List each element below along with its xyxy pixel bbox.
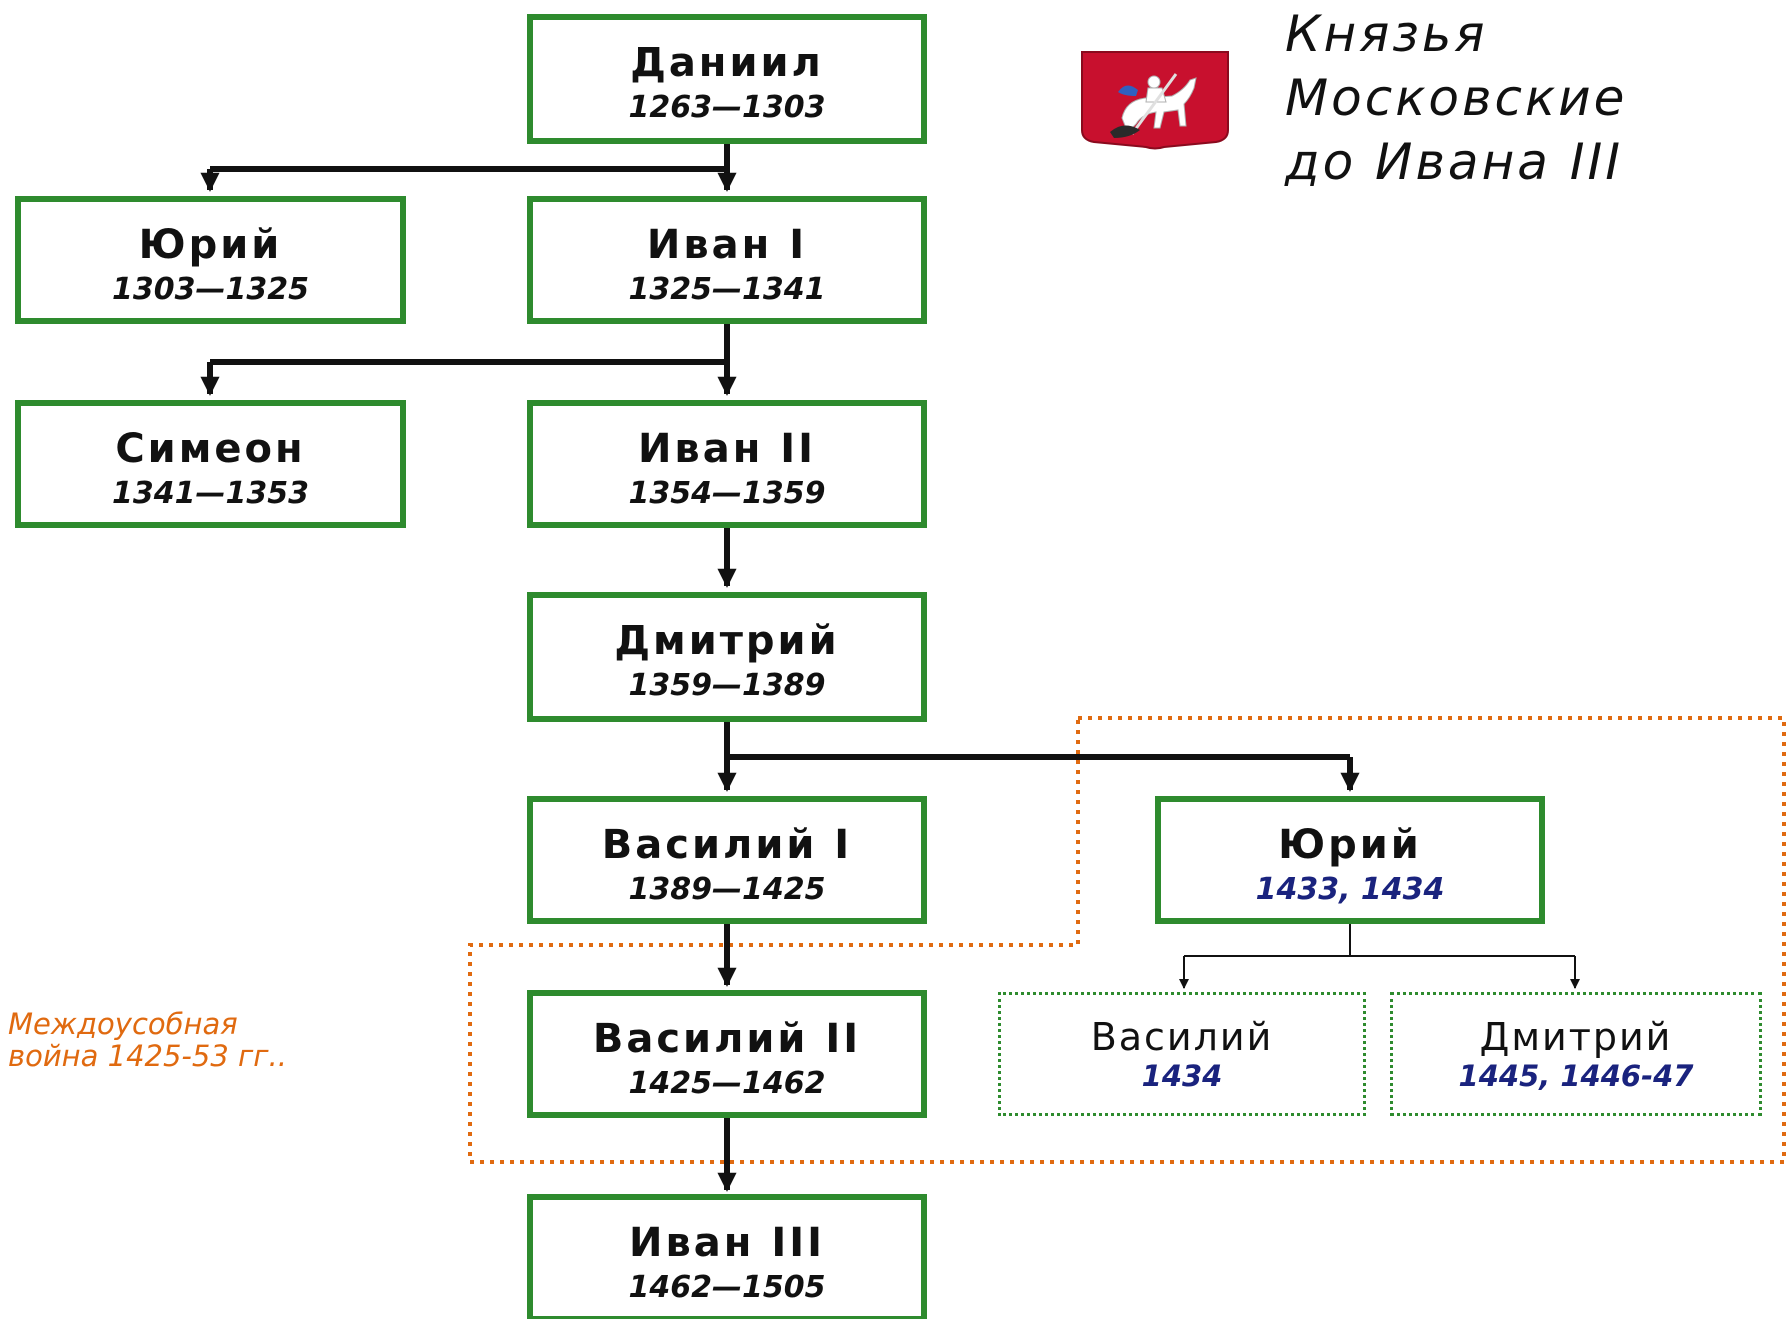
- claimant-box-vasily: Василий 1434: [998, 992, 1366, 1116]
- prince-name: Василий I: [601, 822, 853, 868]
- prince-name: Дмитрий: [614, 618, 840, 664]
- war-region-outline: [468, 716, 1786, 1164]
- prince-name: Василий II: [592, 1016, 862, 1062]
- prince-years: 1263—1303: [628, 90, 826, 125]
- prince-years: 1354—1359: [628, 476, 826, 511]
- prince-name: Юрий: [138, 222, 283, 268]
- prince-box-simeon: Симеон 1341—1353: [15, 400, 406, 528]
- claimant-years: 1434: [1141, 1059, 1223, 1093]
- title-line-2: Московские: [1285, 69, 1628, 127]
- claimant-box-dmitry: Дмитрий 1445, 1446-47: [1390, 992, 1762, 1116]
- war-label-line-1: Междоусобная: [8, 1007, 238, 1041]
- diagram-title: Князья Московские до Ивана III: [1285, 2, 1627, 194]
- prince-name: Иван III: [629, 1220, 825, 1266]
- prince-box-dmitry: Дмитрий 1359—1389: [527, 592, 927, 722]
- title-line-3: до Ивана III: [1285, 133, 1624, 191]
- prince-years: 1303—1325: [112, 272, 309, 307]
- prince-name: Даниил: [630, 40, 824, 86]
- prince-years: 1425—1462: [628, 1066, 826, 1101]
- prince-name: Юрий: [1278, 822, 1422, 868]
- prince-box-ivan-3: Иван III 1462—1505: [527, 1194, 927, 1319]
- prince-years: 1341—1353: [112, 476, 309, 511]
- prince-name: Иван II: [637, 426, 817, 472]
- prince-box-vasily-2: Василий II 1425—1462: [527, 990, 927, 1118]
- prince-name: Иван I: [646, 222, 808, 268]
- claimant-name: Василий: [1090, 1015, 1274, 1059]
- prince-box-vasily-1: Василий I 1389—1425: [527, 796, 927, 924]
- war-label-line-2: война 1425-53 гг..: [8, 1039, 287, 1073]
- prince-years: 1359—1389: [628, 668, 826, 703]
- prince-years: 1325—1341: [628, 272, 826, 307]
- prince-box-yuri: Юрий 1303—1325: [15, 196, 406, 324]
- prince-box-ivan-2: Иван II 1354—1359: [527, 400, 927, 528]
- prince-years: 1389—1425: [628, 872, 826, 907]
- internecine-war-label: Междоусобная война 1425-53 гг..: [8, 1008, 287, 1072]
- moscow-coat-of-arms-icon: [1080, 50, 1230, 150]
- prince-box-yuri-zvenigorod: Юрий 1433, 1434: [1155, 796, 1545, 924]
- prince-box-daniil: Даниил 1263—1303: [527, 14, 927, 144]
- title-line-1: Князья: [1285, 5, 1488, 63]
- claimant-name: Дмитрий: [1479, 1015, 1673, 1059]
- prince-years: 1433, 1434: [1255, 872, 1445, 907]
- prince-years: 1462—1505: [628, 1270, 826, 1305]
- claimant-years: 1445, 1446-47: [1458, 1059, 1694, 1093]
- prince-box-ivan-1: Иван I 1325—1341: [527, 196, 927, 324]
- prince-name: Симеон: [115, 426, 306, 472]
